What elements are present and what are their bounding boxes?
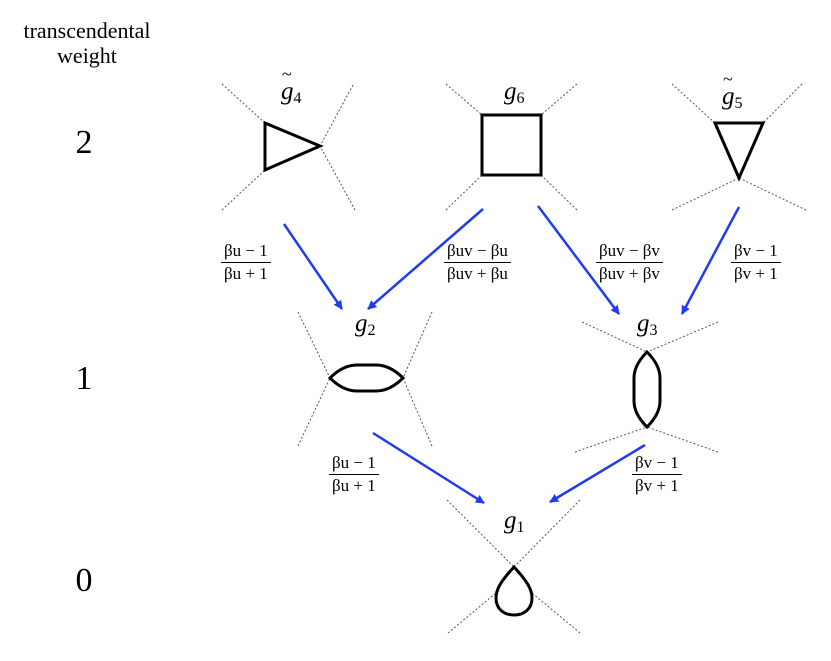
fraction-g3-g1-numerator: βv − 1 (632, 453, 682, 475)
weight-level-1: 1 (75, 360, 93, 397)
fraction-g6-g3: βuv − βv βuv + βv (596, 241, 663, 284)
fraction-g5-g3: βv − 1 βv + 1 (731, 241, 781, 284)
fraction-g6-g2: βuv − βu βuv + βu (444, 241, 511, 284)
g2-subscript: 2 (367, 322, 376, 339)
fraction-g6-g2-numerator: βuv − βu (444, 241, 511, 263)
arrow-g6-to-g3 (537, 205, 620, 315)
g5-subscript: 5 (734, 95, 743, 112)
fraction-g6-g3-denominator: βuv + βv (599, 264, 660, 283)
fraction-g5-g3-numerator: βv − 1 (731, 241, 781, 263)
fraction-g4-g2: βu − 1 βu + 1 (221, 241, 271, 284)
g1-subscript: 1 (516, 519, 525, 536)
g6-box-shape (480, 113, 543, 177)
g6-subscript: 6 (516, 90, 525, 107)
node-label-g6: g6 (504, 78, 525, 108)
fraction-g5-g3-denominator: βv + 1 (734, 264, 778, 283)
g1-tadpole-shape (494, 564, 534, 617)
node-label-g4: g4 (281, 78, 302, 108)
fraction-g6-g3-numerator: βuv − βv (596, 241, 663, 263)
g4-base: g (281, 78, 294, 105)
axis-title-line1: transcendental (23, 18, 151, 43)
g2-base: g (355, 310, 368, 337)
g6-base: g (504, 78, 517, 105)
g5-external-legs (671, 83, 807, 211)
weight-level-2: 2 (75, 124, 93, 161)
node-label-g1: g1 (504, 507, 525, 537)
arrow-g5-to-g3 (680, 206, 741, 315)
fraction-g2-g1-numerator: βu − 1 (329, 453, 379, 475)
arrow-g6-to-g2 (367, 208, 484, 310)
node-label-g2: g2 (355, 310, 376, 340)
g1-base: g (504, 507, 517, 534)
arrow-g2-to-g1 (372, 431, 485, 505)
g2-bubble-shape (327, 363, 406, 393)
fraction-g4-g2-denominator: βu + 1 (224, 264, 268, 283)
g3-bubble-shape (632, 349, 662, 430)
g4-triangle-shape (263, 120, 324, 173)
g3-external-legs (574, 321, 719, 453)
fraction-g3-g1: βv − 1 βv + 1 (632, 453, 682, 496)
node-label-g3: g3 (637, 310, 658, 340)
fraction-g2-g1: βu − 1 βu + 1 (329, 453, 379, 496)
arrow-g3-to-g1 (549, 443, 646, 504)
g2-external-legs (297, 311, 433, 447)
arrow-g4-to-g2 (282, 223, 344, 310)
fraction-g2-g1-denominator: βu + 1 (332, 476, 376, 495)
node-label-g5: g5 (722, 83, 743, 113)
g4-external-legs (221, 83, 356, 211)
g3-base: g (637, 310, 650, 337)
g6-external-legs (445, 83, 578, 211)
g5-base: g (722, 83, 735, 110)
axis-title-line2: weight (57, 43, 117, 68)
g3-subscript: 3 (649, 322, 658, 339)
g4-subscript: 4 (293, 90, 302, 107)
fraction-g3-g1-denominator: βv + 1 (635, 476, 679, 495)
axis-title: transcendental weight (4, 18, 170, 68)
g1-external-legs (446, 499, 581, 634)
fraction-g4-g2-numerator: βu − 1 (221, 241, 271, 263)
g5-triangle-shape (712, 121, 766, 182)
fraction-g6-g2-denominator: βuv + βu (447, 264, 508, 283)
weight-level-0: 0 (75, 562, 93, 599)
